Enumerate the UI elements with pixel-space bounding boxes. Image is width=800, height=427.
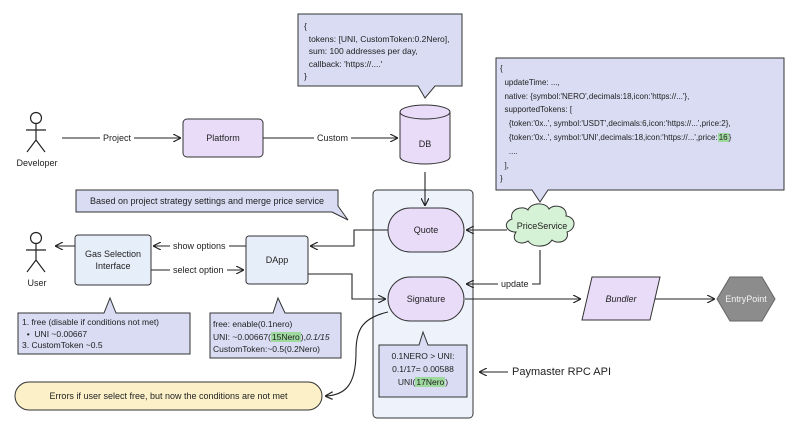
calc-text: 0.1NERO > UNI: 0.1/17= 0.00588 UNI(17Ner… (379, 350, 467, 389)
calc-callout (378, 330, 468, 398)
price-service-node (505, 203, 575, 247)
dapp-node (245, 235, 309, 285)
dapp-free-line: free: enable(0.1nero) (213, 319, 293, 329)
price-json-text: { updateTime: ..., native: {symbol:'NERO… (500, 62, 731, 186)
gas-selection-node (74, 234, 152, 286)
entrypoint-label: EntryPoint (725, 294, 767, 304)
price-json-line-text: {token:'0x..', symbol:'UNI',decimals:18,… (500, 132, 718, 142)
signature-label: Signature (406, 294, 446, 304)
user-option-line: 1. free (disable if conditions not met) (22, 317, 160, 327)
edge-dapp-signature (308, 273, 385, 299)
user-icon (26, 231, 46, 273)
developer-label: Developer (16, 158, 58, 168)
db-config-callout (297, 13, 463, 99)
error-pill (14, 381, 323, 411)
calc-highlight: 17Nero (415, 377, 446, 387)
error-text: Errors if user select free, but now the … (49, 391, 288, 401)
quote-label: Quote (413, 225, 439, 235)
gas-selection-label: Gas Selection Interface (75, 248, 151, 272)
edge-priceservice-signature (467, 250, 541, 284)
price-json-line: {token:'0x..', symbol:'USDT',decimals:6,… (500, 119, 731, 129)
platform-label: Platform (206, 133, 240, 143)
db-config-line: } (304, 71, 307, 81)
dapp-uni-suffix: ), (300, 331, 306, 342)
price-json-line: .... (500, 146, 518, 156)
user-option-line: 3. CustomToken ~0.5 (22, 340, 103, 350)
edge-label-custom: Custom (314, 132, 352, 144)
price-service-label: PriceService (516, 221, 568, 231)
dapp-label: DApp (265, 255, 289, 265)
bundler-label: Bundler (605, 294, 637, 304)
signature-node (387, 276, 465, 322)
edge-label-update: update (498, 278, 532, 290)
dapp-uni-italic: 0.1/15 (305, 331, 330, 342)
db-config-line: { (304, 21, 307, 31)
db-config-line: callback: 'https://....' (304, 58, 383, 69)
db-config-line: sum: 100 addresses per day, (304, 46, 418, 56)
developer-icon (26, 111, 46, 153)
user-options-callout (17, 296, 191, 355)
gas-selection-label-line2: Interface (95, 261, 131, 271)
paymaster-label: Paymaster RPC API (512, 366, 612, 378)
gas-selection-label-line1: Gas Selection (84, 249, 142, 259)
dapp-details-callout (209, 296, 342, 359)
strategy-text: Based on project strategy settings and m… (89, 196, 325, 206)
dapp-uni-highlight: 15Nero (270, 331, 301, 342)
dapp-custom-line: CustomToken:~0.5(0.2Nero) (213, 344, 321, 354)
calc-line: UNI(17Nero) (379, 376, 467, 389)
bundler-node (581, 276, 661, 321)
db-config-line: tokens: [UNI, CustomToken:0.2Nero], (304, 33, 450, 44)
dapp-details-text: free: enable(0.1nero) UNI: ~0.00667(15Ne… (213, 318, 330, 356)
price-json-line: ], (500, 160, 509, 170)
db-config-text: { tokens: [UNI, CustomToken:0.2Nero], su… (304, 20, 450, 83)
strategy-banner (75, 189, 349, 221)
edge-quote-dapp (311, 229, 388, 246)
price-highlight: 16 (717, 132, 729, 142)
calc-line3-suffix: ) (445, 377, 449, 387)
calc-line: 0.1NERO > UNI: (391, 351, 455, 361)
edge-label-select-option: select option (170, 264, 227, 276)
entrypoint-node (716, 276, 776, 322)
user-option-line: • UNI ~0.00667 (22, 328, 88, 339)
calc-line: 0.1/17= 0.00588 (392, 364, 454, 374)
dapp-uni-line: UNI: ~0.00667(15Nero),0.1/15 (213, 331, 330, 344)
user-options-text: 1. free (disable if conditions not met) … (22, 317, 159, 352)
user-label: User (27, 278, 47, 288)
price-json-line: native: {symbol:'NERO',decimals:18,icon:… (500, 91, 690, 101)
edge-label-show-options: show options (170, 240, 229, 252)
calc-line3-prefix: UNI( (397, 377, 416, 387)
price-json-callout (495, 57, 785, 203)
price-json-line: {token:'0x..', symbol:'UNI',decimals:18,… (500, 132, 732, 142)
price-json-line: { (500, 64, 503, 73)
db-label: DB (418, 139, 432, 149)
db-node (399, 104, 451, 165)
price-json-line: } (500, 174, 503, 184)
price-json-line: updateTime: ..., (500, 77, 560, 87)
price-json-line: supportedTokens: [ (500, 105, 573, 115)
edge-label-project: Project (100, 132, 135, 144)
dapp-uni-prefix: UNI: ~0.00667( (213, 331, 271, 342)
edge-signature-error (326, 311, 389, 396)
